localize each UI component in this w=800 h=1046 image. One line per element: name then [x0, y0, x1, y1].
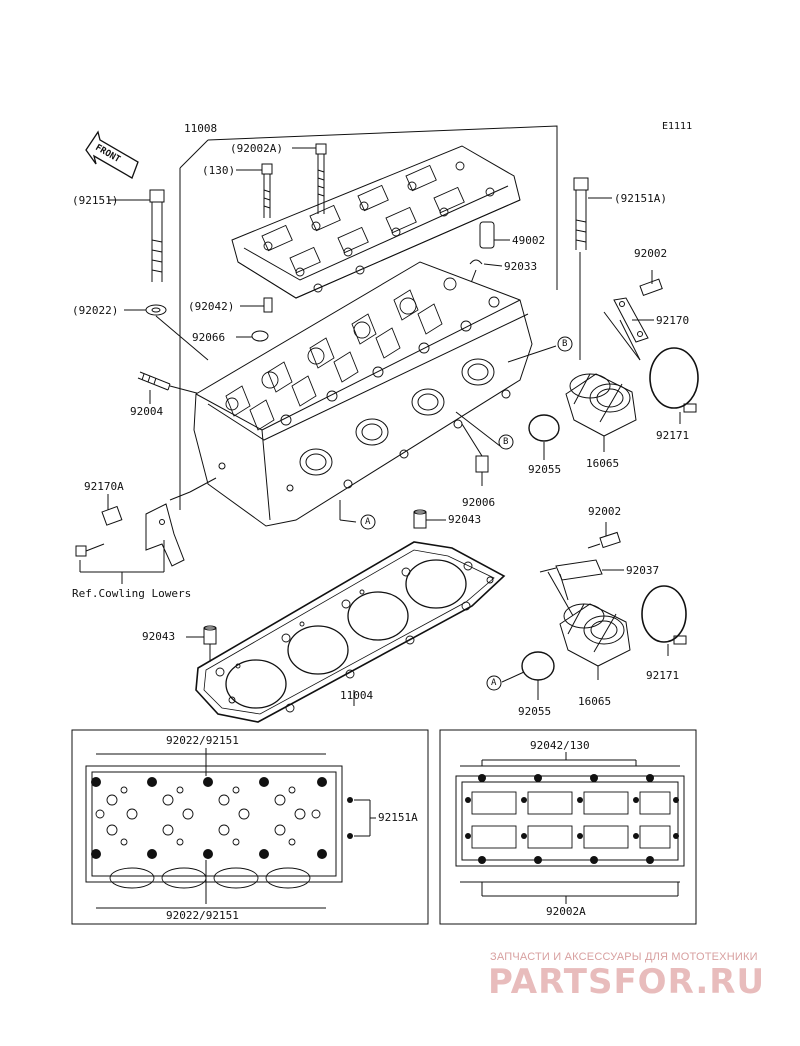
bolt-92002a	[315, 143, 327, 214]
label-92066: 92066	[192, 331, 226, 344]
label-11008: 11008	[184, 122, 218, 135]
intake-holder-bottom	[559, 603, 631, 667]
label-92043-left: 92043	[142, 630, 176, 643]
camshaft-holder	[231, 145, 521, 299]
label-92055-top: 92055	[528, 463, 562, 476]
watermark-tagline: ЗАПЧАСТИ И АКСЕССУАРЫ ДЛЯ МОТОТЕХНИКИ	[490, 951, 758, 963]
stud-92004	[137, 371, 171, 391]
label-16065-bottom: 16065	[578, 695, 612, 708]
label-92151a-bracket: (92151A)	[614, 192, 667, 205]
intake-holder-top	[565, 373, 637, 437]
label-92042-bracket: (92042)	[188, 300, 235, 313]
ref-cowling-lowers: Ref.Cowling Lowers	[72, 587, 192, 600]
inset-right-top-label: 92042/130	[530, 739, 590, 752]
bracket-92170	[613, 297, 649, 343]
inset-left-top-label: 92022/92151	[166, 734, 239, 747]
label-92006: 92006	[462, 496, 496, 509]
label-16065-top: 16065	[586, 457, 620, 470]
bracket-92170a	[75, 503, 185, 567]
label-92151-bracket: (92151)	[72, 194, 119, 207]
label-11004: 11004	[340, 689, 374, 702]
marker-b-upper: B	[562, 339, 568, 349]
inset-head-top-view	[85, 748, 376, 909]
label-92002-top: 92002	[634, 247, 668, 260]
label-92022-bracket: (92022)	[72, 304, 119, 317]
front-arrow-icon	[85, 130, 139, 179]
bolt-130	[261, 163, 273, 218]
label-92170: 92170	[656, 314, 690, 327]
label-92171-bottom: 92171	[646, 669, 680, 682]
inset-left-bottom-label: 92022/92151	[166, 909, 239, 922]
inset-left-right-label: 92151A	[378, 811, 418, 824]
label-92055-bottom: 92055	[518, 705, 552, 718]
cylinder-head	[193, 261, 533, 527]
label-92171-top: 92171	[656, 429, 690, 442]
label-92043-top: 92043	[448, 513, 482, 526]
watermark-logo: PARTSFOR.RU	[488, 962, 766, 1002]
label-92037: 92037	[626, 564, 660, 577]
inset-right-bottom-label: 92002A	[546, 905, 586, 918]
marker-b-lower: B	[503, 437, 509, 447]
label-92170a: 92170A	[84, 480, 124, 493]
label-92033: 92033	[504, 260, 538, 273]
label-92002-mid: 92002	[588, 505, 622, 518]
marker-a-top: A	[365, 517, 371, 527]
diagram-code: E1111	[662, 121, 693, 132]
label-49002: 49002	[512, 234, 546, 247]
label-92004: 92004	[130, 405, 164, 418]
bolt-92151a	[573, 177, 589, 250]
head-gasket	[195, 541, 506, 723]
label-92002a-bracket: (92002A)	[230, 142, 283, 155]
label-130: (130)	[202, 164, 236, 177]
inset-camholder-top-view	[455, 752, 685, 904]
bolt-92151	[149, 189, 165, 282]
marker-a-bottom: A	[491, 678, 497, 688]
